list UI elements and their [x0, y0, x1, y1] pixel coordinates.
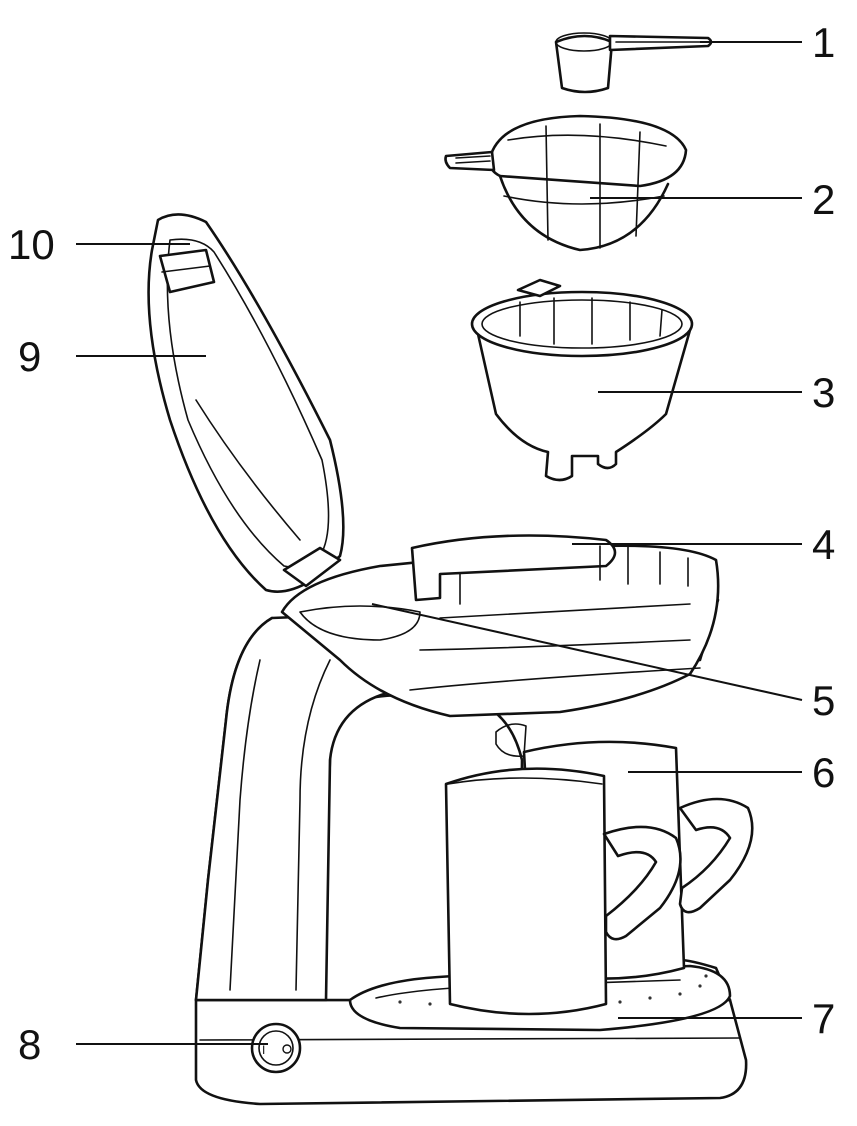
callout-9: 9 [18, 333, 41, 380]
svg-text:I: I [262, 1043, 265, 1057]
callout-1: 1 [812, 19, 835, 66]
measuring-scoop [554, 32, 713, 94]
callout-labels: 1 2 3 4 5 6 7 8 9 10 [8, 19, 835, 1068]
hinged-lid [147, 213, 345, 593]
callout-7: 7 [812, 995, 835, 1042]
callout-2: 2 [812, 176, 835, 223]
callout-8: 8 [18, 1021, 41, 1068]
callout-5: 5 [812, 677, 835, 724]
leader-line-5 [371, 603, 803, 701]
filter-holder-funnel [470, 278, 694, 482]
front-cup [444, 767, 682, 1016]
filter-basket [444, 114, 688, 252]
callout-6: 6 [812, 749, 835, 796]
callout-4: 4 [812, 521, 835, 568]
callout-3: 3 [812, 369, 835, 416]
leader-lines [76, 41, 803, 1045]
callout-10: 10 [8, 221, 55, 268]
